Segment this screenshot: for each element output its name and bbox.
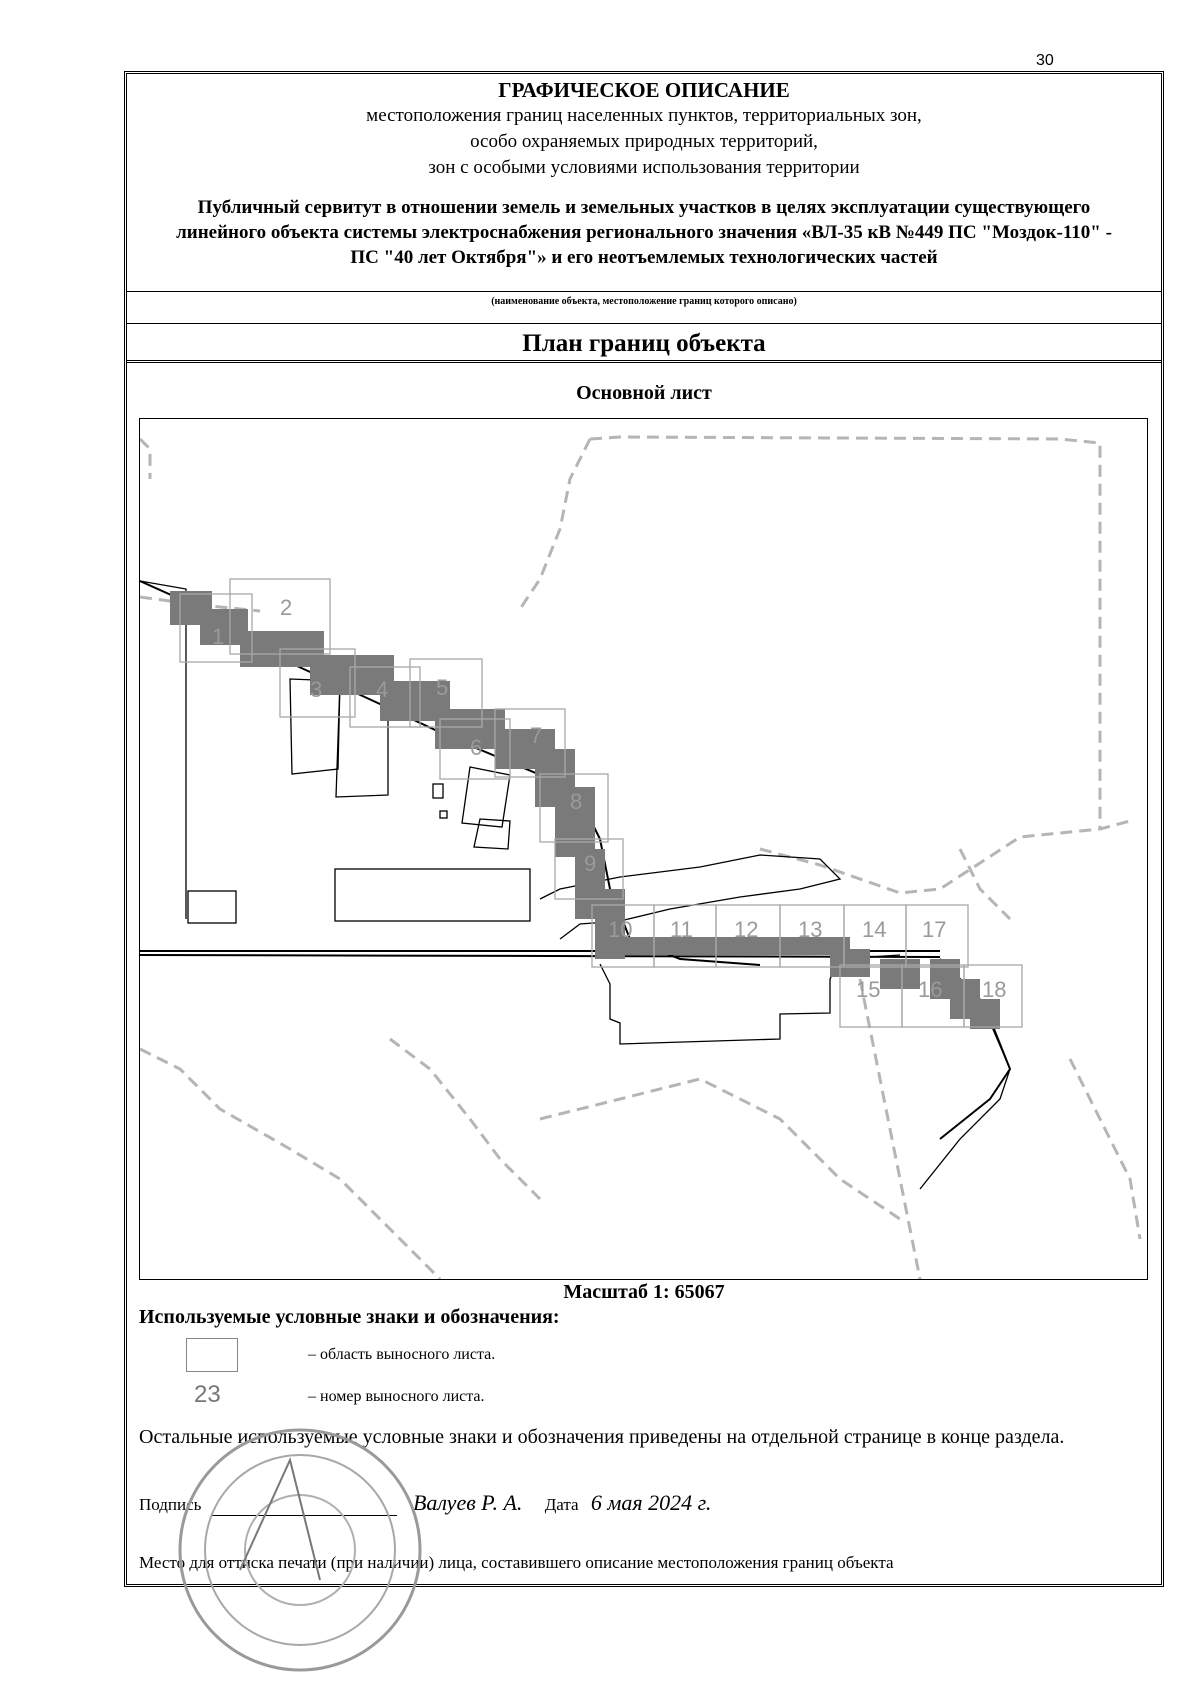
sheet-number: 12 bbox=[734, 917, 759, 942]
signer-name: Валуев Р. А. bbox=[412, 1490, 523, 1515]
object-caption: (наименование объекта, местоположение гр… bbox=[491, 296, 797, 307]
divider-line bbox=[127, 291, 1161, 292]
signature-date: 6 мая 2024 г. bbox=[590, 1490, 712, 1515]
sheet-number: 11 bbox=[670, 917, 693, 942]
legend-sheet-area-text: – область выносного листа. bbox=[308, 1346, 496, 1363]
legend-title: Используемые условные знаки и обозначени… bbox=[139, 1306, 560, 1328]
sheet-number: 15 bbox=[856, 977, 881, 1002]
plan-title: План границ объекта bbox=[522, 330, 766, 357]
sheet-number: 8 bbox=[570, 789, 583, 814]
stamp-place-note: Место для оттиска печати (при наличии) л… bbox=[139, 1553, 894, 1572]
date-label: Дата bbox=[544, 1495, 579, 1514]
signature-line bbox=[211, 1497, 397, 1516]
sheet-number: 9 bbox=[584, 851, 597, 876]
subtitle-line-3: зон с особыми условиями использования те… bbox=[428, 157, 860, 178]
sheet-number: 1 bbox=[212, 624, 225, 649]
sheet-number: 6 bbox=[470, 735, 483, 760]
sheet-number: 7 bbox=[530, 723, 543, 748]
sheet-number: 5 bbox=[436, 675, 449, 700]
boundary-map: 1 2 3 4 5 6 7 8 9 10 11 12 13 14 17 15 1… bbox=[139, 418, 1148, 1280]
sheet-number: 3 bbox=[310, 677, 323, 702]
signature-row: Подпись Валуев Р. А. Дата 6 мая 2024 г. bbox=[139, 1490, 711, 1516]
sheet-number: 17 bbox=[922, 917, 947, 942]
legend-sheet-area-symbol bbox=[186, 1338, 238, 1372]
divider-line bbox=[127, 323, 1161, 324]
object-name: Публичный сервитут в отношении земель и … bbox=[176, 197, 1112, 268]
sheet-number: 4 bbox=[376, 677, 389, 702]
sheet-title: Основной лист bbox=[576, 382, 712, 404]
document-frame bbox=[124, 71, 1164, 1587]
sheet-number: 10 bbox=[608, 917, 633, 942]
subtitle-line-2: особо охраняемых природных территорий, bbox=[470, 131, 818, 152]
subtitle-line-1: местоположения границ населенных пунктов… bbox=[366, 105, 922, 126]
map-scale: Масштаб 1: 65067 bbox=[563, 1281, 725, 1303]
signature-label: Подпись bbox=[139, 1495, 202, 1514]
legend-sheet-number-symbol: 23 bbox=[194, 1381, 221, 1408]
sheet-number: 18 bbox=[982, 977, 1007, 1002]
page-number: 30 bbox=[1036, 52, 1054, 69]
document-title: ГРАФИЧЕСКОЕ ОПИСАНИЕ bbox=[498, 78, 790, 102]
sheet-number: 13 bbox=[798, 917, 823, 942]
divider-line bbox=[127, 360, 1161, 363]
sheet-number: 2 bbox=[280, 595, 293, 620]
legend-note: Остальные используемые условные знаки и … bbox=[139, 1426, 1065, 1448]
legend-sheet-number-text: – номер выносного листа. bbox=[308, 1388, 485, 1405]
document-header: ГРАФИЧЕСКОЕ ОПИСАНИЕ местоположения гран… bbox=[126, 74, 1162, 270]
sheet-number: 16 bbox=[918, 977, 943, 1002]
map-drawing bbox=[140, 435, 1142, 1279]
sheet-number: 14 bbox=[862, 917, 887, 942]
